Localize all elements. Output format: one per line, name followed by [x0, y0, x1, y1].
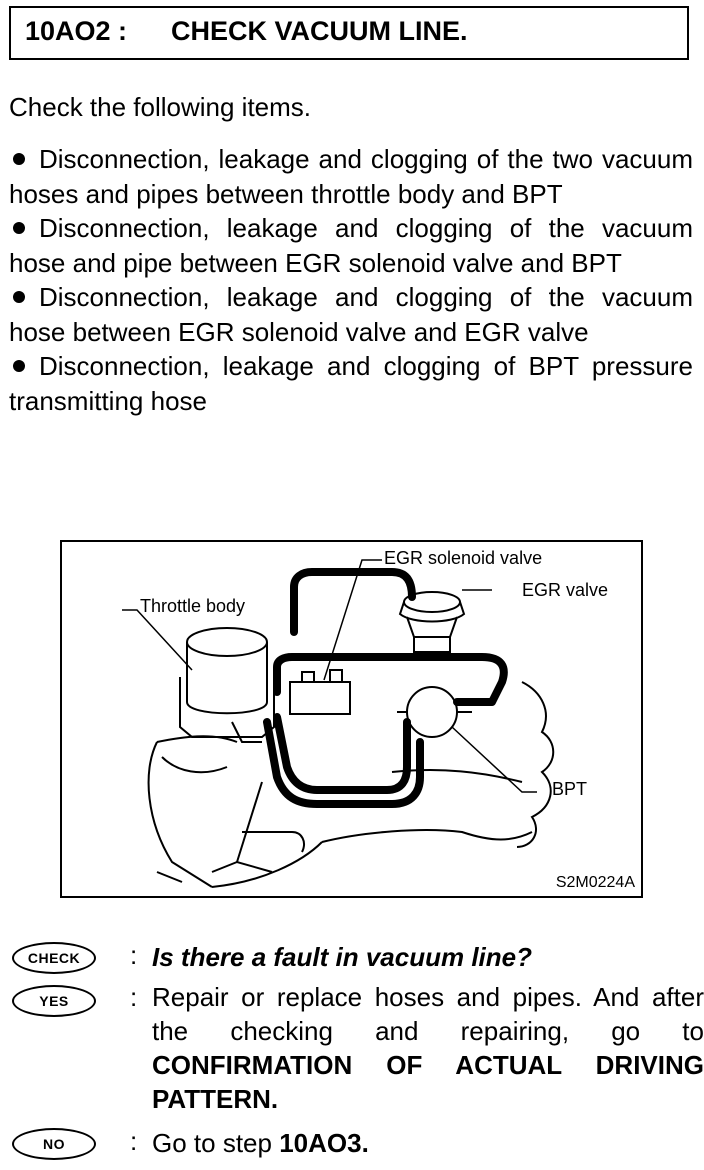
- label-throttle-body: Throttle body: [140, 596, 246, 616]
- check-question: Is there a fault in vacuum line?: [152, 942, 532, 972]
- list-item: Disconnection, leakage and clogging of t…: [9, 144, 693, 209]
- no-row: NO : Go to step 10AO3.: [12, 1124, 704, 1164]
- label-egr-solenoid-valve: EGR solenoid valve: [384, 548, 543, 568]
- intro-text: Check the following items.: [9, 92, 312, 122]
- bullet-icon: [13, 222, 25, 234]
- figure-code: S2M0224A: [555, 874, 635, 891]
- list-item: Disconnection, leakage and clogging of B…: [9, 351, 693, 416]
- step-header: 10AO2 : CHECK VACUUM LINE.: [9, 6, 689, 60]
- bullet-icon: [13, 360, 25, 372]
- list-item: Disconnection, leakage and clogging of t…: [9, 282, 693, 347]
- step-title: CHECK VACUUM LINE.: [171, 16, 468, 46]
- engine-illustration: [122, 559, 555, 888]
- yes-row: YES : Repair or replace hoses and pipes.…: [12, 980, 704, 1120]
- no-badge: NO: [12, 1128, 96, 1160]
- link-confirmation-pattern[interactable]: CONFIRMATION OF ACTUAL DRIVING PATTERN.: [152, 1050, 704, 1114]
- bullet-icon: [13, 291, 25, 303]
- check-badge: CHECK: [12, 942, 96, 974]
- label-bpt: BPT: [552, 779, 588, 799]
- check-row: CHECK : Is there a fault in vacuum line?: [12, 940, 704, 980]
- yes-badge: YES: [12, 985, 96, 1017]
- no-answer: Go to step 10AO3.: [152, 1128, 369, 1158]
- list-item: Disconnection, leakage and clogging of t…: [9, 213, 693, 278]
- yes-answer: Repair or replace hoses and pipes. And a…: [152, 982, 704, 1114]
- label-egr-valve: EGR valve: [522, 580, 609, 600]
- check-items-list: Disconnection, leakage and clogging of t…: [9, 142, 693, 418]
- bullet-icon: [13, 153, 25, 165]
- vacuum-line-diagram: EGR solenoid valve EGR valve Throttle bo…: [60, 540, 643, 898]
- step-id: 10AO2 :: [25, 16, 128, 46]
- link-step-10ao3[interactable]: 10AO3.: [279, 1128, 369, 1158]
